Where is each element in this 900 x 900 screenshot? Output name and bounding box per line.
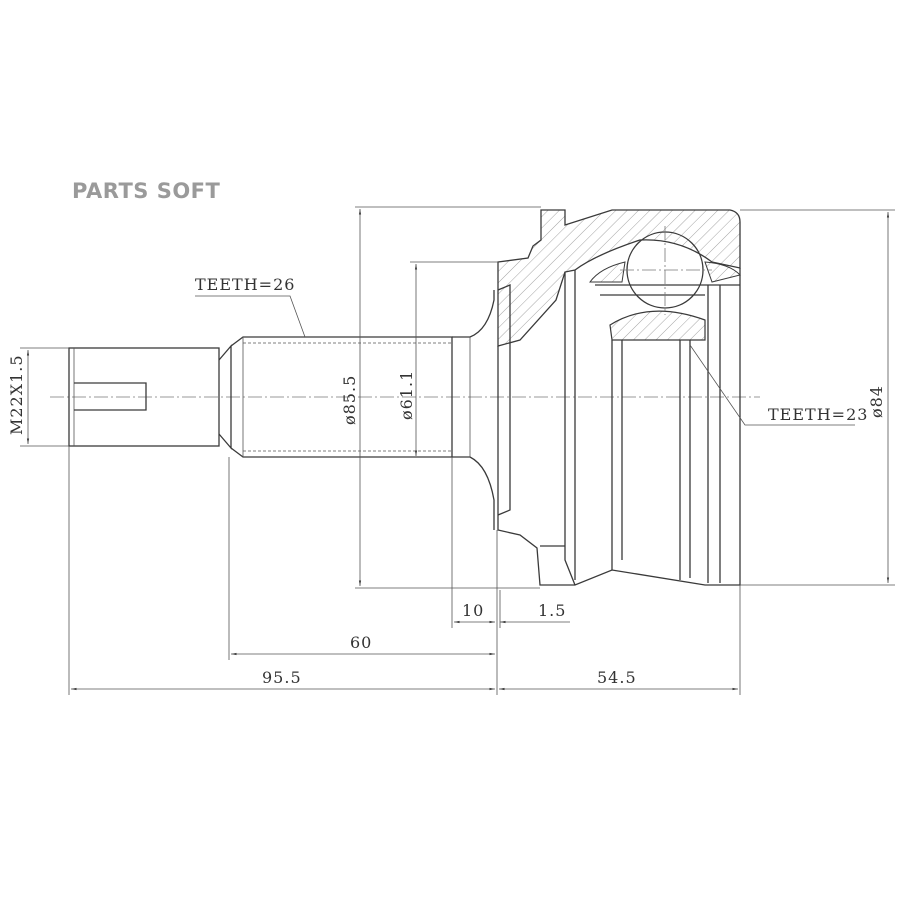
- extension-lines: [68, 446, 741, 695]
- label-teeth-26: TEETH=26: [195, 275, 295, 294]
- label-teeth-23: TEETH=23: [768, 405, 868, 424]
- label-abs-ring-diameter: ø85.5: [340, 375, 359, 425]
- label-10: 10: [462, 601, 484, 620]
- label-60: 60: [350, 633, 372, 652]
- threaded-end: [68, 344, 232, 450]
- dim-thread: [20, 347, 69, 447]
- outer-housing: [497, 209, 741, 586]
- label-95-5: 95.5: [262, 668, 302, 687]
- leader-teeth-23: [689, 344, 855, 426]
- splined-shaft: [230, 290, 495, 530]
- watermark-logo: PARTS SOFT: [72, 179, 221, 203]
- label-seal-diameter: ø61.1: [397, 370, 416, 420]
- dim-seal-diameter: [410, 261, 498, 456]
- dim-outer-diameter: [740, 209, 895, 586]
- label-outer-diameter: ø84: [867, 385, 886, 418]
- label-1-5: 1.5: [538, 601, 566, 620]
- dim-abs-ring-diameter: [355, 206, 541, 589]
- label-54-5: 54.5: [597, 668, 637, 687]
- label-thread: M22X1.5: [7, 354, 26, 435]
- leader-teeth-26: [195, 295, 306, 338]
- ball-bearing: [620, 226, 712, 315]
